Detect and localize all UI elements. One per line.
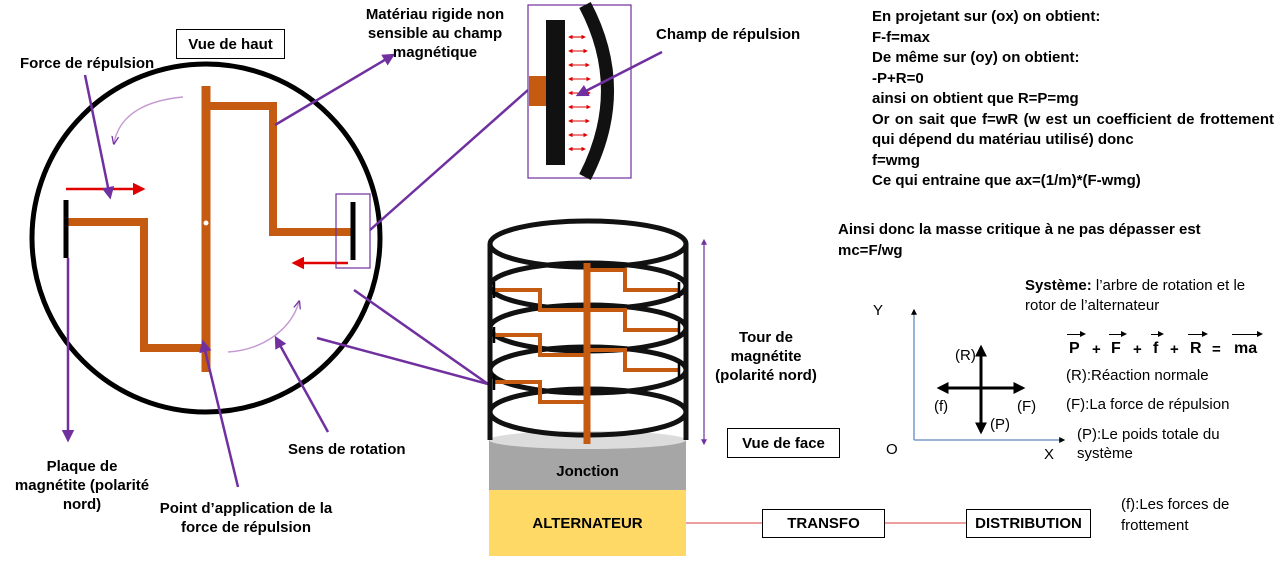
label-sens-rotation: Sens de rotation (288, 441, 406, 458)
axis-origin-label: O (886, 441, 898, 458)
tower-ring (487, 218, 689, 270)
alternator-block (489, 490, 686, 556)
vector-plus: + (1133, 341, 1142, 358)
equation-line: ainsi on obtient que R=P=mg (872, 90, 1079, 107)
equation-line: F-f=max (872, 28, 930, 46)
vector-F: F (1109, 331, 1127, 357)
zoom-plate (546, 20, 565, 165)
vector-plus: + (1170, 341, 1179, 358)
label-force-repulsion: Force de répulsion (20, 55, 155, 72)
zoom-rotor-arm (529, 76, 551, 106)
vector-R: R (1188, 331, 1207, 357)
label-tour-magnetite: Tour de magnétite (polarité nord) (715, 329, 817, 384)
legend-f: (f):Les forces de frottement (1121, 496, 1230, 534)
rotor-arm-right (206, 102, 352, 236)
label-vue-de-face: Vue de face (727, 428, 840, 458)
label-plaque-magnetite: Plaque de magnétite (polarité nord) (14, 458, 150, 513)
vector-plus: + (1092, 341, 1101, 358)
rotor-arm-left (68, 218, 206, 352)
equation-line: Ce qui entraine que ax=(1/m)*(F-wmg) (872, 172, 1141, 189)
legend-R: (R):Réaction normale (1066, 367, 1209, 384)
distribution-box: DISTRIBUTION (966, 509, 1091, 538)
equation-line: f=wmg (872, 151, 920, 169)
equation-line: Or on sait que f=wR (w est un coefficien… (872, 110, 1274, 149)
rotation-arrow-bottom (227, 302, 299, 353)
rotor-disc-outline (29, 61, 383, 415)
force-diagram (911, 308, 1066, 443)
axis-y-label: Y (873, 302, 884, 319)
rotation-arrow-top (114, 96, 184, 143)
transfo-box: TRANSFO (762, 509, 885, 538)
force-P-label: (P) (990, 416, 1010, 433)
force-R-label: (R) (955, 347, 976, 364)
equations-block: En projetant sur (ox) on obtient: F-f=ma… (872, 7, 1274, 192)
label-vue-de-haut: Vue de haut (176, 29, 285, 59)
label-alternateur: ALTERNATEUR (532, 515, 643, 532)
equation-line: De même sur (oy) on obtient: (872, 49, 1080, 66)
equation-line: -P+R=0 (872, 69, 924, 87)
vector-ma: ma (1231, 331, 1264, 357)
system-text: l’arbre de rotation et le rotor de l’alt… (1025, 277, 1246, 314)
axis-x-label: X (1044, 446, 1055, 463)
label-point-application: Point d’application de la force de répul… (159, 500, 333, 536)
vector-equals: = (1212, 341, 1221, 358)
conclusion-text: Ainsi donc la masse critique à ne pas dé… (838, 221, 1201, 259)
zoom-detail (527, 1, 632, 180)
zoom-selection-box (335, 193, 371, 269)
vector-f: f (1150, 331, 1166, 357)
top-view (29, 61, 383, 415)
front-view-tower (487, 218, 707, 556)
system-title: Système: (1025, 277, 1092, 294)
vector-P: P (1067, 331, 1086, 357)
legend-F: (F):La force de répulsion (1066, 396, 1230, 413)
legend-P: (P):Le poids totale du système (1077, 426, 1220, 462)
annotation-arrows (61, 50, 663, 488)
label-champ-repulsion: Champ de répulsion (656, 26, 801, 43)
zoom-tower-arc (579, 1, 614, 180)
equation-line: En projetant sur (ox) on obtient: (872, 8, 1101, 25)
system-description: Système: l’arbre de rotation et le rotor… (1025, 276, 1265, 316)
label-materiau-rigide: Matériau rigide non sensible au champ ma… (365, 6, 505, 61)
label-jonction: Jonction (556, 463, 619, 480)
force-f-label: (f) (934, 398, 949, 415)
rotor-center (203, 220, 209, 226)
force-F-label: (F) (1017, 398, 1037, 415)
